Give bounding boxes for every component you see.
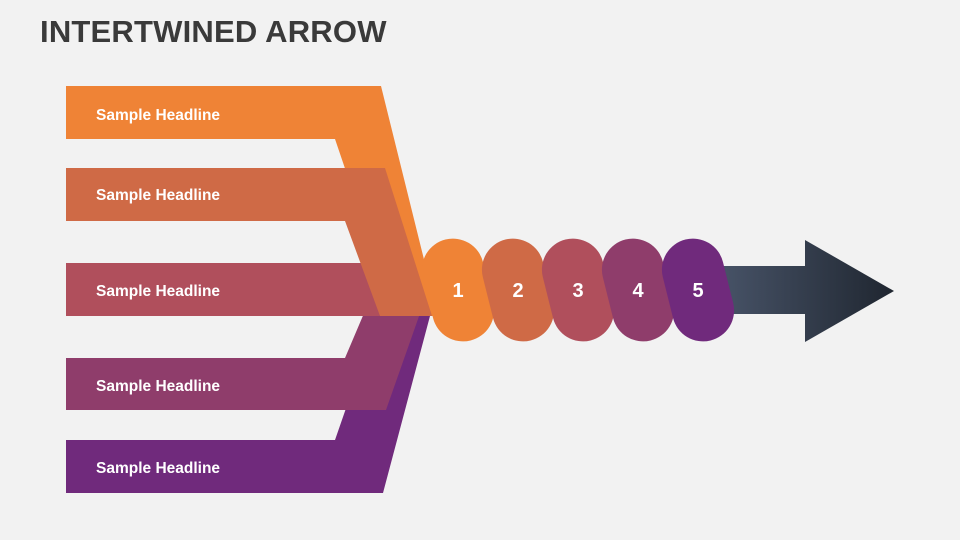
step-number: 4 xyxy=(632,280,644,302)
headline-label-4: Sample Headline xyxy=(96,378,220,395)
coil-pill-3 xyxy=(541,238,615,342)
step-number: 1 xyxy=(452,280,463,302)
arrow-head xyxy=(805,240,894,342)
coil-pill-1 xyxy=(421,238,495,342)
coil-pill-2 xyxy=(481,238,555,342)
band-3 xyxy=(66,263,380,316)
headline-label-2: Sample Headline xyxy=(96,187,220,204)
slide-title: INTERTWINED ARROW xyxy=(40,14,387,49)
coil-pill-4 xyxy=(601,238,675,342)
band-4 xyxy=(66,285,430,410)
headline-label-1: Sample Headline xyxy=(96,107,220,124)
band-5 xyxy=(66,316,430,493)
step-number: 5 xyxy=(692,280,703,302)
band-1 xyxy=(66,86,438,316)
headline-label-5: Sample Headline xyxy=(96,460,220,477)
step-number: 3 xyxy=(572,280,583,302)
coil-pill-5 xyxy=(661,238,735,342)
step-number: 2 xyxy=(512,280,523,302)
band-2 xyxy=(66,168,432,316)
headline-label-3: Sample Headline xyxy=(96,283,220,300)
